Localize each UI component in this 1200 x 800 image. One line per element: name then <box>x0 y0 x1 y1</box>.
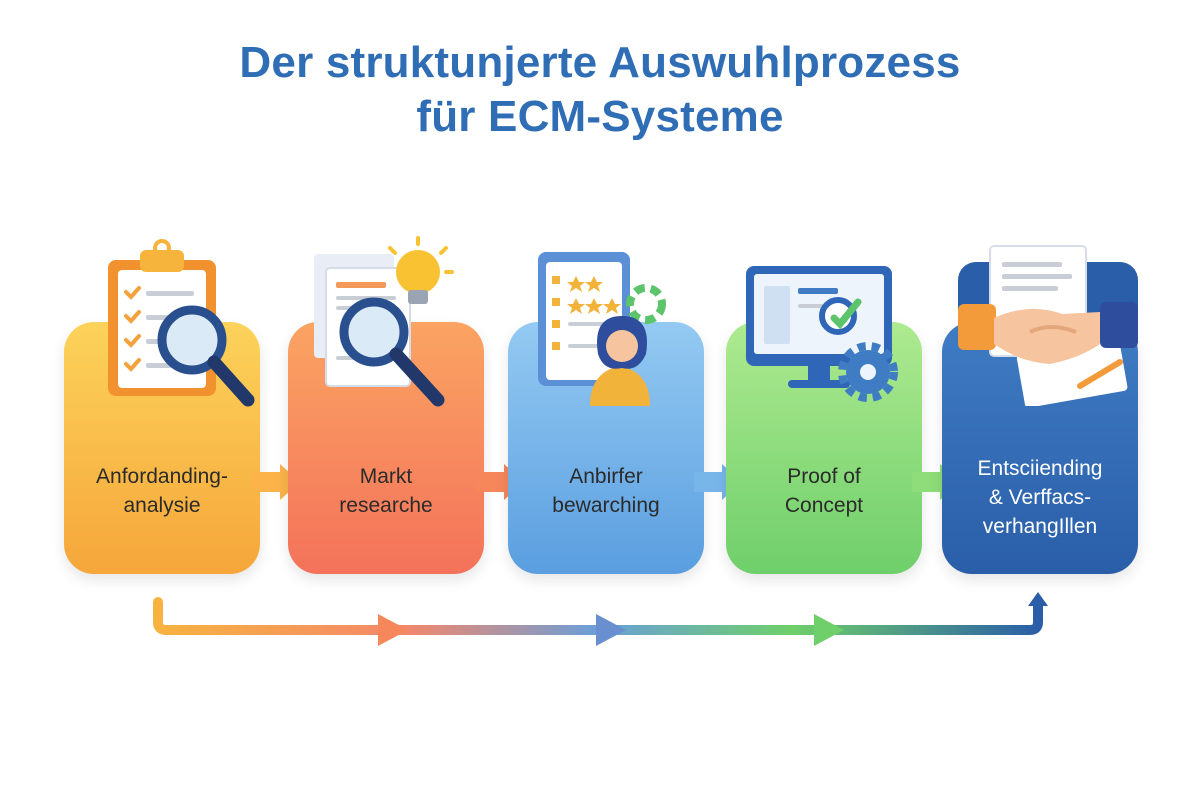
step-label-line: Entsciiending <box>977 457 1103 480</box>
step-label: Anbirfer bewarching <box>508 462 704 520</box>
title-line-1: Der struktunjerte Auswuhlprozess <box>239 38 961 87</box>
clipboard-magnifier-icon <box>108 239 255 407</box>
step-label-line: bewarching <box>552 494 660 517</box>
step-label-line: Concept <box>784 494 864 517</box>
step-label: Entsciiending & Verffacs- verhangIllen <box>942 454 1138 541</box>
step-label-line: verhangIllen <box>982 515 1098 538</box>
monitor-gear-icon <box>746 266 898 402</box>
step-label: Markt researche <box>288 462 484 520</box>
step-label-line: Markt <box>359 465 413 488</box>
step-label-line: researche <box>339 494 433 517</box>
step-label-line: Anfordanding- <box>96 465 228 488</box>
step-label: Proof of Concept <box>726 462 922 520</box>
step-label-line: analysie <box>123 494 201 517</box>
title-line-2: für ECM-Systeme <box>416 92 784 141</box>
step-label: Anfordanding- analysie <box>64 462 260 520</box>
handshake-contract-icon <box>958 245 1138 406</box>
document-magnifier-lightbulb-icon <box>314 236 454 407</box>
step-label-line: & Verffacs- <box>988 486 1092 509</box>
process-flow-arrow <box>153 592 1048 646</box>
rating-list-person-icon <box>538 252 666 406</box>
step-label-line: Proof of <box>787 465 861 488</box>
step-label-line: Anbirfer <box>569 465 643 488</box>
page-title: Der struktunjerte Auswuhlprozess für ECM… <box>0 36 1200 144</box>
